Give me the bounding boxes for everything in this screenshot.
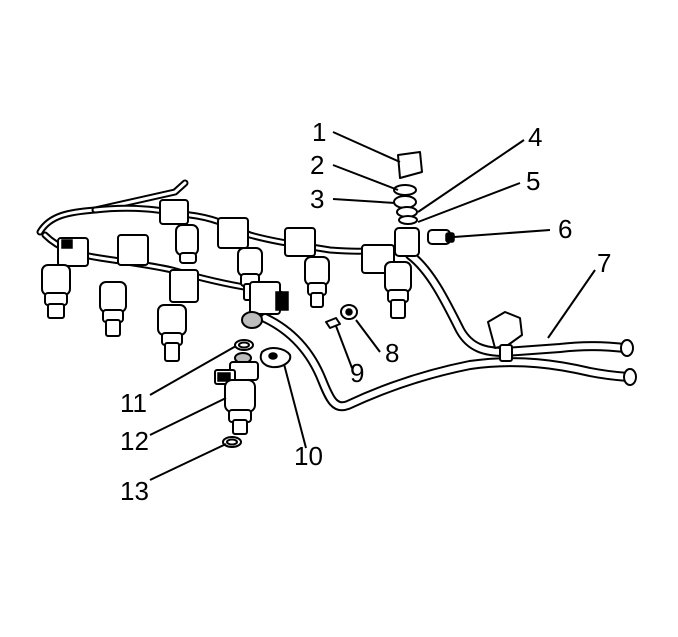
fuel-pipes bbox=[260, 250, 637, 412]
callout-6: 6 bbox=[558, 214, 572, 244]
part-1-cap bbox=[397, 151, 423, 179]
callout-4: 4 bbox=[528, 122, 542, 152]
injector-2 bbox=[99, 234, 149, 337]
part-6-fitting bbox=[427, 229, 455, 245]
callout-13: 13 bbox=[120, 476, 149, 506]
regulator-body bbox=[394, 227, 420, 257]
part-12-injector bbox=[214, 352, 259, 435]
pressure-regulator-assembly bbox=[393, 151, 455, 257]
callout-9: 9 bbox=[350, 358, 364, 388]
callout-labels: 1 2 3 4 5 6 7 8 9 10 11 12 13 bbox=[120, 117, 611, 506]
injector-7 bbox=[361, 244, 412, 319]
leader-lines bbox=[149, 131, 596, 481]
part-10-retainer bbox=[259, 347, 292, 369]
callout-11: 11 bbox=[120, 388, 147, 418]
callout-10: 10 bbox=[294, 441, 323, 471]
part-5-oring bbox=[398, 215, 418, 225]
callout-7: 7 bbox=[597, 248, 611, 278]
injector-3 bbox=[157, 269, 199, 362]
callout-2: 2 bbox=[310, 150, 324, 180]
callout-8: 8 bbox=[385, 338, 399, 368]
part-9-valve bbox=[325, 317, 341, 329]
fuel-rail bbox=[41, 199, 412, 362]
part-8-cap bbox=[340, 304, 358, 320]
injector-4 bbox=[159, 199, 199, 264]
callout-12: 12 bbox=[120, 426, 149, 456]
injector-6 bbox=[284, 227, 330, 308]
part-13-lower-oring bbox=[222, 436, 242, 448]
callout-3: 3 bbox=[310, 184, 324, 214]
part-11-upper-oring bbox=[234, 339, 254, 351]
callout-1: 1 bbox=[312, 117, 326, 147]
injector-1 bbox=[41, 237, 89, 319]
injector-5 bbox=[217, 217, 263, 301]
callout-5: 5 bbox=[526, 166, 540, 196]
injector-8-mount bbox=[241, 281, 289, 329]
